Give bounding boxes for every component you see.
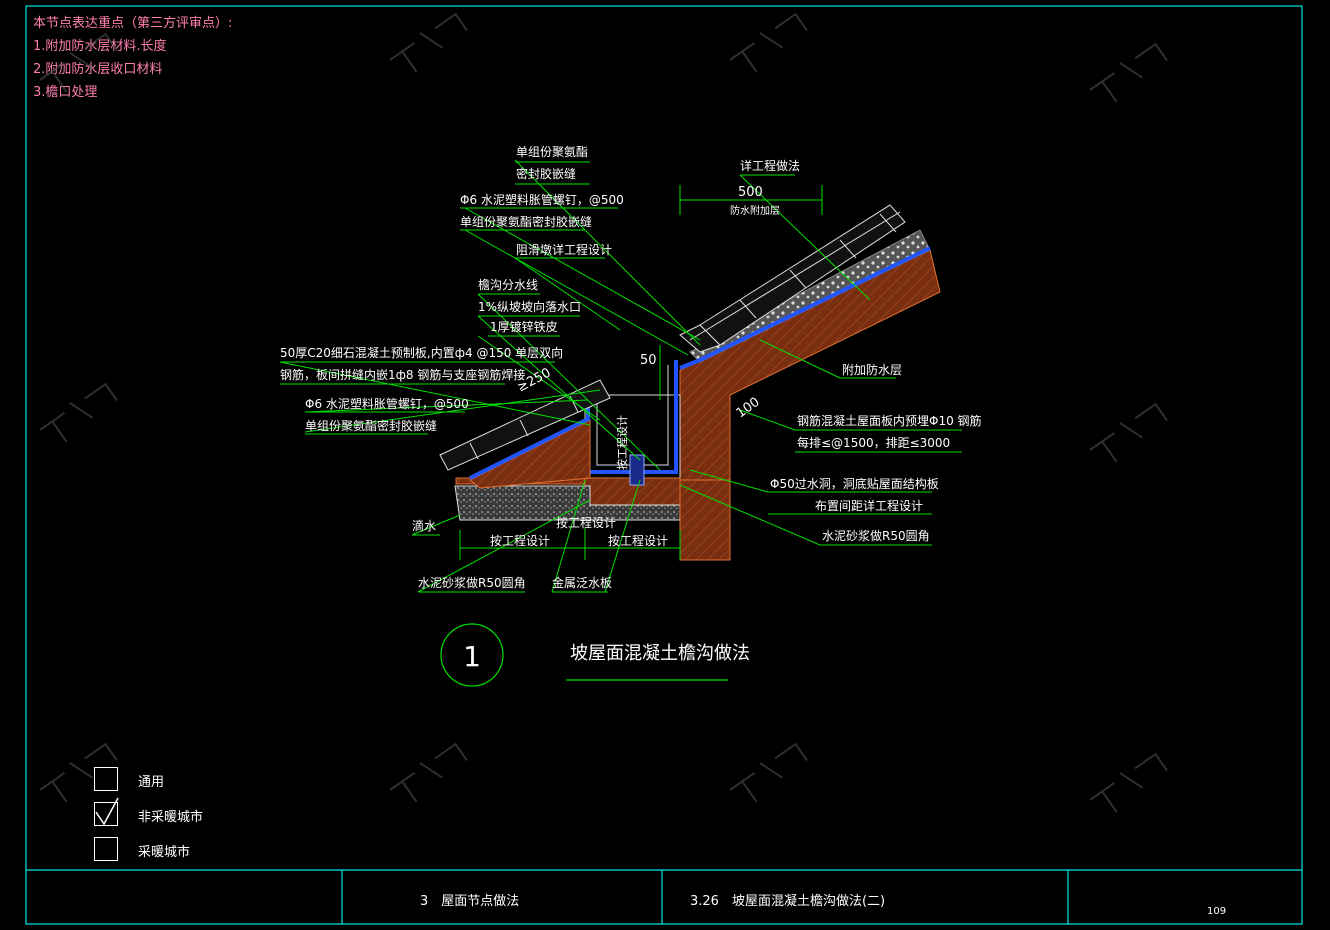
note-galv-sheet: 1厚镀锌铁皮 xyxy=(490,320,558,334)
note-waterproof-extra: 附加防水层 xyxy=(842,362,902,377)
note-per-design-3: 按工程设计 xyxy=(608,533,668,548)
note-drain-2: 布置间距详工程设计 xyxy=(815,498,923,513)
dim-50: 50 xyxy=(640,353,657,368)
title-block-section: 3 屋面节点做法 xyxy=(420,894,520,909)
legend-label: 通用 xyxy=(138,775,165,790)
detail-number: 1 xyxy=(463,640,481,673)
note-mortar-right: 水泥砂浆做R50圆角 xyxy=(822,528,930,543)
note-anti-slip: 阻滑墩详工程设计 xyxy=(516,242,612,257)
checkbox-non-heating[interactable] xyxy=(94,802,118,826)
drain-pipe xyxy=(629,454,645,486)
right-membrane xyxy=(679,246,931,370)
note-precast-1: 50厚C20细石混凝土预制板,内置ф4 @150 单层双向 xyxy=(280,345,563,360)
note-sealant-top-1: 单组份聚氨酯 xyxy=(516,145,588,159)
detail-number-circle xyxy=(440,623,504,687)
review-note-item: 1.附加防水层材料.长度 xyxy=(33,39,167,54)
note-sealant-left: 单组份聚氨酯密封胶嵌缝 xyxy=(305,418,437,433)
checkbox-general[interactable] xyxy=(94,767,118,791)
note-sealant-mid: 单组份聚氨酯密封胶嵌缝 xyxy=(460,214,592,229)
detail-callout: 1 坡屋面混凝土檐沟做法 xyxy=(440,623,750,687)
title-block-page: 109 xyxy=(1207,906,1227,917)
note-slope: 1%纵坡坡向落水口 xyxy=(478,299,581,314)
note-per-design-vertical: 按工程设计 xyxy=(615,415,629,470)
title-block-drawing: 3.26 坡屋面混凝土檐沟做法(二) xyxy=(690,894,886,909)
checkmark-icon xyxy=(95,797,119,826)
drawing-frame xyxy=(25,5,1303,925)
note-nail-left: Φ6 水泥塑料胀管螺钉，@500 xyxy=(305,396,469,411)
note-per-design-1: 按工程设计 xyxy=(556,515,616,530)
note-gutter-line: 檐沟分水线 xyxy=(478,278,538,292)
dim-100: 100 xyxy=(734,395,763,422)
note-detail-design: 详工程做法 xyxy=(740,158,800,173)
dim-500: 500 xyxy=(738,185,763,200)
review-note-item: 3.檐口处理 xyxy=(33,85,98,100)
review-note-item: 2.附加防水层收口材料 xyxy=(33,62,163,77)
note-per-design-2: 按工程设计 xyxy=(490,533,550,548)
note-precast-2: 钢筋，板间拼缝内嵌1ф8 钢筋与支座钢筋焊接 xyxy=(280,367,525,382)
wall-column xyxy=(679,479,731,561)
note-sealant-top-2: 密封胶嵌缝 xyxy=(516,166,576,181)
note-metal-flashing: 金属泛水板 xyxy=(552,575,612,590)
note-rebar-2: 每排≤@1500，排距≤3000 xyxy=(797,435,950,450)
note-rebar-1: 钢筋混凝土屋面板内预埋Φ10 钢筋 xyxy=(797,413,982,428)
annotations: 单组份聚氨酯 密封胶嵌缝 Φ6 水泥塑料胀管螺钉，@500 单组份聚氨酯密封胶嵌… xyxy=(280,145,982,590)
note-nail-top: Φ6 水泥塑料胀管螺钉，@500 xyxy=(460,192,624,207)
note-drip: 滴水 xyxy=(412,518,436,533)
note-drain-1: Φ50过水洞，洞底贴屋面结构板 xyxy=(770,476,939,491)
eave-gutter-section xyxy=(439,204,941,561)
watermark-logos xyxy=(39,12,1168,813)
detail-title: 坡屋面混凝土檐沟做法 xyxy=(570,643,750,664)
checkbox-heating[interactable] xyxy=(94,837,118,861)
legend-label: 非采暖城市 xyxy=(138,810,204,825)
note-waterproof-extra-small: 防水附加层 xyxy=(730,204,780,217)
legend-label: 采暖城市 xyxy=(138,845,191,860)
note-mortar-left: 水泥砂浆做R50圆角 xyxy=(418,575,526,590)
review-notes-title: 本节点表达重点（第三方评审点）: xyxy=(33,16,233,31)
leader-lines xyxy=(279,159,962,593)
left-membrane xyxy=(469,416,591,480)
review-notes: 本节点表达重点（第三方评审点）: 1.附加防水层材料.长度 2.附加防水层收口材… xyxy=(33,12,232,104)
